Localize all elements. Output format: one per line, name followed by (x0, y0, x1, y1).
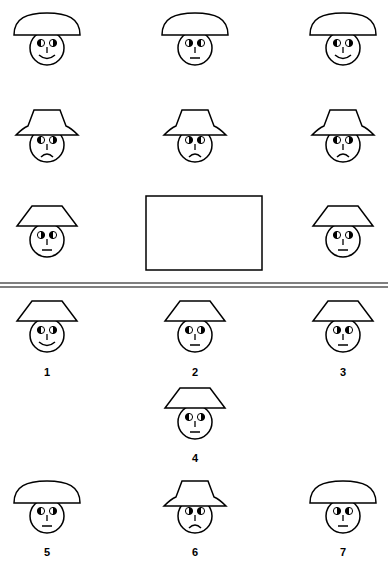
callout-number: 5 (44, 546, 50, 559)
blank-box (146, 196, 262, 270)
callout-number: 2 (192, 366, 198, 379)
divider-line (0, 286, 388, 287)
face-figure (17, 206, 77, 257)
face-figure (14, 481, 80, 533)
divider-line (0, 282, 388, 283)
face-figure (313, 206, 373, 257)
callout-number: 3 (340, 366, 346, 379)
callout-number: 1 (44, 366, 50, 379)
face-figure (16, 110, 78, 162)
face-figure (165, 301, 225, 352)
face-figure (164, 481, 226, 533)
callout-number: 6 (192, 546, 198, 559)
face-figure (14, 13, 80, 65)
face-figure (310, 481, 376, 533)
face-figure (310, 13, 376, 65)
face-figure (162, 13, 228, 65)
face-figure (313, 301, 373, 352)
face-figure (312, 110, 374, 162)
callout-number: 4 (192, 452, 198, 465)
face-figure (17, 301, 77, 352)
face-figure (165, 388, 225, 439)
callout-number: 7 (340, 546, 346, 559)
face-figure (164, 110, 226, 162)
